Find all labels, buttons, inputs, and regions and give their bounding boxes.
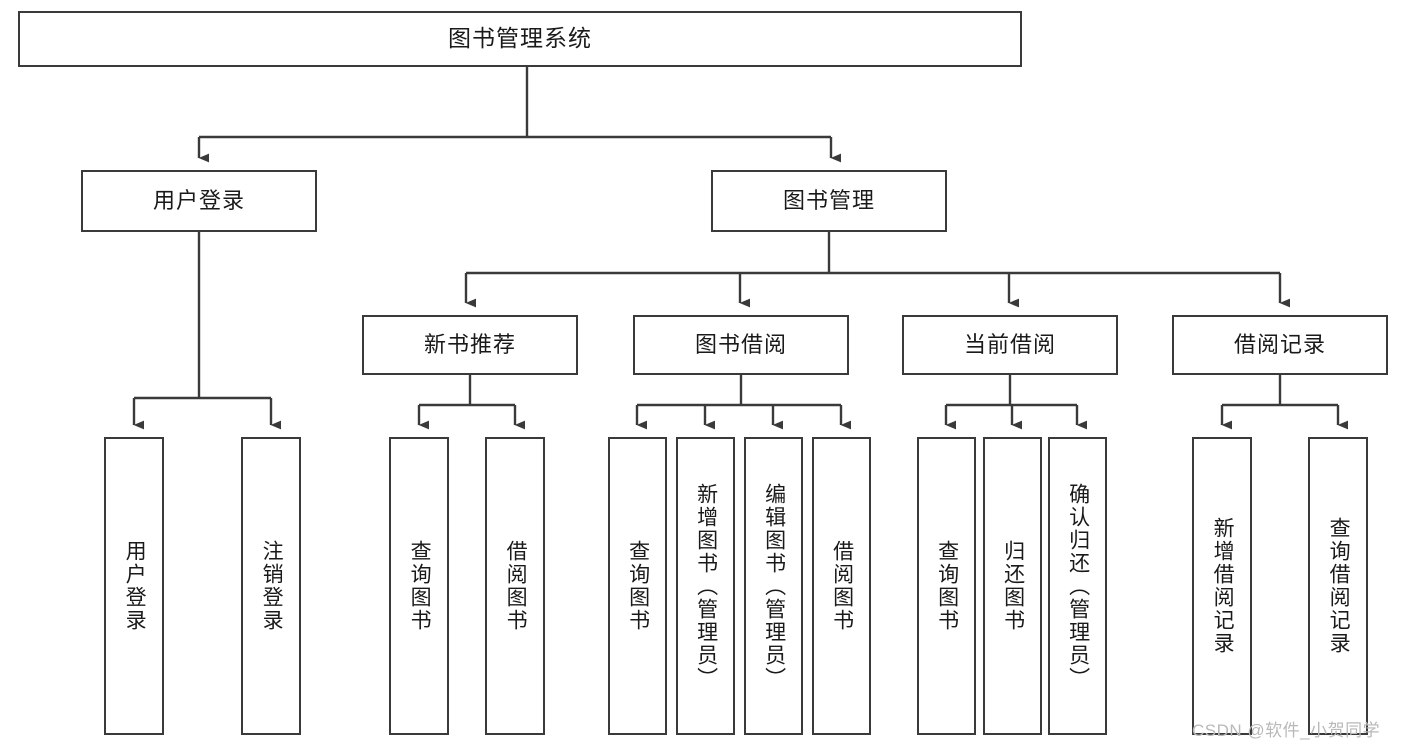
node-leaf-query-book-cur-label: 查询图书 [935,540,959,632]
node-leaf-return-book[interactable]: 归还图书 [983,437,1042,735]
node-leaf-add-book[interactable]: 新增图书（管理员） [676,437,735,735]
node-leaf-confirm-return[interactable]: 确认归还（管理员） [1048,437,1107,735]
node-leaf-borrow-book-rec[interactable]: 借阅图书 [485,437,545,735]
node-new-book-rec-label: 新书推荐 [423,331,516,357]
node-leaf-edit-book[interactable]: 编辑图书（管理员） [744,437,803,735]
node-leaf-user-logout[interactable]: 注销登录 [241,437,301,735]
node-leaf-query-book-borrow-label: 查询图书 [626,540,650,632]
node-leaf-add-book-label: 新增图书（管理员） [694,482,718,690]
node-leaf-user-login-label: 用户登录 [123,540,147,632]
node-leaf-add-record[interactable]: 新增借阅记录 [1192,437,1252,735]
node-leaf-add-record-label: 新增借阅记录 [1211,517,1235,655]
node-new-book-rec[interactable]: 新书推荐 [362,315,578,375]
node-leaf-query-book-rec-label: 查询图书 [408,540,432,632]
node-user-login-label: 用户登录 [152,187,245,213]
node-current-borrow-label: 当前借阅 [963,331,1056,357]
node-leaf-confirm-return-label: 确认归还（管理员） [1066,482,1090,690]
node-leaf-borrow-book-label: 借阅图书 [830,540,854,632]
node-leaf-query-book-cur[interactable]: 查询图书 [917,437,976,735]
node-borrow-record-label: 借阅记录 [1233,331,1326,357]
node-leaf-edit-book-label: 编辑图书（管理员） [762,482,786,690]
watermark-text: CSDN @软件_小贺同学 [1192,721,1381,740]
node-user-login[interactable]: 用户登录 [81,170,317,232]
node-book-borrow[interactable]: 图书借阅 [633,315,849,375]
node-leaf-query-book-borrow[interactable]: 查询图书 [608,437,667,735]
node-book-manage[interactable]: 图书管理 [711,170,947,232]
node-leaf-query-record[interactable]: 查询借阅记录 [1308,437,1368,735]
node-leaf-user-login[interactable]: 用户登录 [104,437,164,735]
node-borrow-record[interactable]: 借阅记录 [1172,315,1388,375]
node-leaf-query-record-label: 查询借阅记录 [1327,517,1351,655]
node-root[interactable]: 图书管理系统 [18,11,1022,67]
node-leaf-user-logout-label: 注销登录 [260,540,284,632]
node-leaf-query-book-rec[interactable]: 查询图书 [389,437,449,735]
node-leaf-borrow-book[interactable]: 借阅图书 [812,437,871,735]
node-leaf-return-book-label: 归还图书 [1001,540,1025,632]
node-root-label: 图书管理系统 [448,25,592,52]
node-book-borrow-label: 图书借阅 [694,331,787,357]
node-leaf-borrow-book-rec-label: 借阅图书 [504,540,528,632]
node-current-borrow[interactable]: 当前借阅 [902,315,1118,375]
node-book-manage-label: 图书管理 [782,187,875,213]
